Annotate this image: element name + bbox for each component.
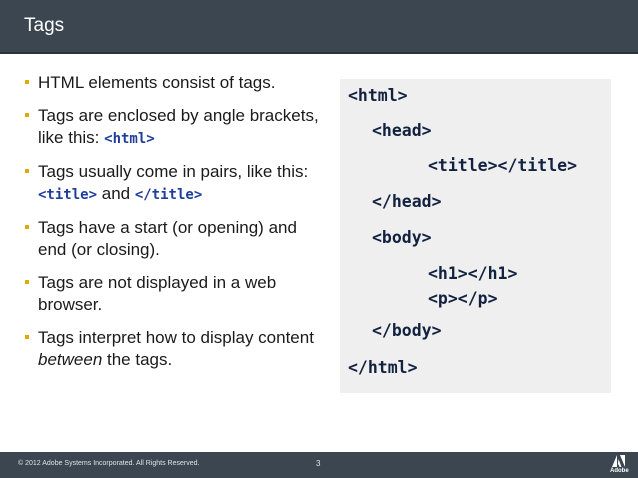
inline-code: <title> (38, 187, 98, 203)
adobe-logo-icon (612, 455, 625, 467)
inline-code: <html> (104, 131, 155, 147)
code-line: <html> (348, 86, 408, 105)
bullet-marker-icon (25, 169, 29, 173)
code-line: <head> (372, 121, 432, 140)
bullet-marker-icon (25, 280, 29, 284)
bullet-text: Tags have a start (or opening) and end (… (38, 218, 297, 259)
bullet-marker-icon (25, 80, 29, 84)
footer-bar: © 2012 Adobe Systems Incorporated. All R… (0, 452, 638, 478)
code-line: <title></title> (428, 156, 578, 175)
page-number: 3 (316, 459, 321, 468)
adobe-logo-text: Adobe (610, 468, 629, 474)
bullet-text: and (97, 184, 135, 203)
adobe-logo: Adobe (610, 455, 629, 476)
bullet-item: HTML elements consist of tags. (22, 72, 322, 94)
bullet-marker-icon (25, 225, 29, 229)
bullet-item: Tags are enclosed by angle brackets, lik… (22, 105, 322, 150)
bullet-text: the tags. (102, 350, 173, 369)
bullet-item: Tags usually come in pairs, like this: <… (22, 161, 322, 206)
code-line: </head> (372, 192, 442, 211)
code-line: </body> (372, 321, 442, 340)
bullet-list: HTML elements consist of tags. Tags are e… (22, 72, 322, 382)
bullet-text: HTML elements consist of tags. (38, 73, 276, 92)
code-line: <p></p> (428, 289, 498, 308)
emphasis-text: between (38, 350, 103, 369)
bullet-marker-icon (25, 335, 29, 339)
copyright-text: © 2012 Adobe Systems Incorporated. All R… (18, 460, 200, 467)
code-line: </html> (348, 358, 418, 377)
bullet-item: Tags have a start (or opening) and end (… (22, 217, 322, 261)
bullet-item: Tags are not displayed in a web browser. (22, 272, 322, 316)
bullet-item: Tags interpret how to display content be… (22, 327, 322, 371)
code-example-panel: <html> <head> <title></title> </head> <body>… (340, 79, 611, 393)
slide-title: Tags (24, 15, 65, 36)
bullet-text: Tags interpret how to display content (38, 328, 314, 347)
code-line: <h1></h1> (428, 264, 518, 283)
bullet-marker-icon (25, 113, 29, 117)
inline-code: </title> (134, 187, 203, 203)
bullet-text: Tags are enclosed by angle brackets, lik… (38, 106, 319, 147)
title-bar: Tags (0, 0, 638, 54)
code-line: <body> (372, 228, 432, 247)
bullet-text: Tags usually come in pairs, like this: (38, 162, 309, 181)
bullet-text: Tags are not displayed in a web browser. (38, 273, 277, 314)
